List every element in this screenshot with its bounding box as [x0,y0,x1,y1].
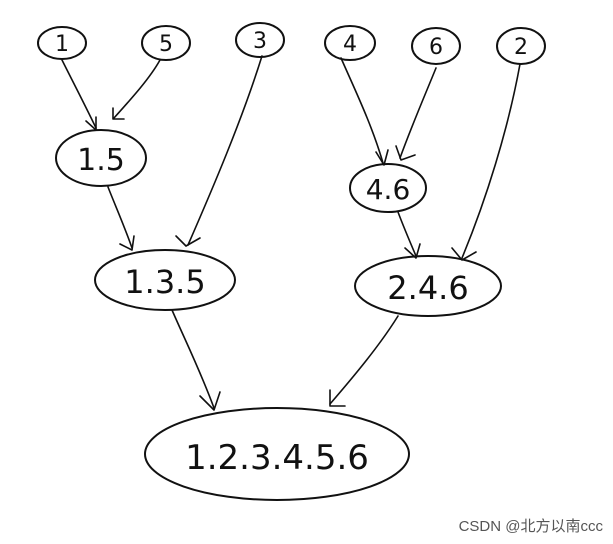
node-merge-root: 1.2.3.4.5.6 [144,407,410,501]
edge-2-to-246 [461,63,521,259]
node-merge-135: 1.3.5 [94,249,236,311]
node-leaf-5: 5 [141,25,191,61]
node-label: 2 [514,35,528,60]
node-merge-246: 2.4.6 [354,255,502,317]
edge-4-to-46 [340,57,384,164]
node-label: 1.2.3.4.5.6 [185,438,369,478]
node-merge-46: 4.6 [349,163,427,213]
edge-3-to-135 [187,55,263,246]
node-leaf-6: 6 [411,27,461,65]
edge-6-to-46 [399,67,437,159]
edge-135-to-root [171,309,215,409]
node-label: 1.3.5 [124,263,205,301]
arrowhead-46-to-246 [404,243,421,259]
arrowhead-6-to-46 [395,145,416,161]
node-leaf-3: 3 [235,22,285,58]
merge-nodes: 1.5 4.6 1.3.5 2.4.6 [55,129,502,317]
edge-46-to-246 [397,211,417,257]
node-label: 1 [55,32,69,57]
edge-15-to-135 [107,186,133,249]
node-label: 1.5 [77,143,125,178]
edge-246-to-root [329,315,399,405]
node-leaf-4: 4 [324,25,376,61]
edges [61,55,521,411]
node-leaf-1: 1 [37,26,87,60]
arrowhead-3-to-135 [175,235,201,247]
arrowhead-5-to-15 [112,107,125,120]
node-label: 5 [159,32,173,57]
node-label: 6 [429,35,443,60]
node-label: 4 [343,32,357,57]
arrowhead-246-to-root [329,389,346,407]
arrowhead-135-to-root [199,391,221,411]
edge-1-to-15 [61,59,97,129]
node-merge-15: 1.5 [55,129,147,187]
leaf-nodes: 1 5 3 4 6 2 [37,22,546,65]
arrowhead-15-to-135 [119,235,135,251]
node-label: 3 [253,29,267,54]
node-label: 2.4.6 [387,269,468,307]
watermark: CSDN @北方以南ccc [458,518,603,535]
edge-5-to-15 [113,59,161,119]
node-label: 4.6 [366,173,411,206]
node-leaf-2: 2 [496,27,546,65]
